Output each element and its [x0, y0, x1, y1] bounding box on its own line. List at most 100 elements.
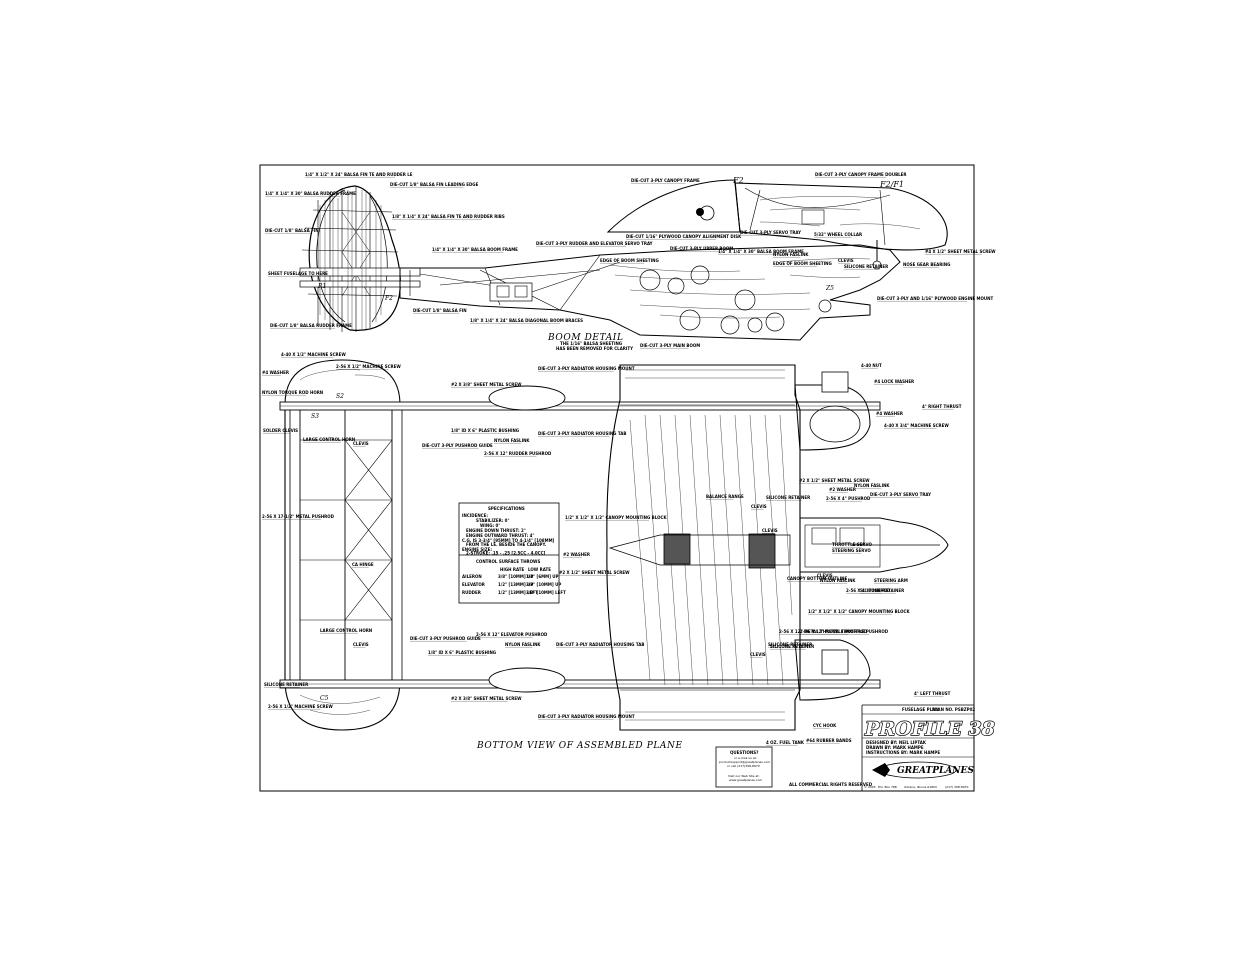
throws-row-value: 1/2" [13MM] LEFT — [498, 590, 538, 595]
parts-callout-label: DIE-CUT 3-PLY PUSHROD GUIDE — [422, 443, 493, 448]
parts-callout-label: NYLON TORQUE ROD HORN — [262, 390, 323, 395]
spec-cg-1: C.G. IS 3-3/4" [95MM] TO 4-1/4" [108MM] — [462, 538, 555, 543]
address: P.O. Box 788 — [878, 785, 897, 789]
boom-callout-label: DIE-CUT 3-PLY UPPER BOOM — [670, 246, 733, 251]
parts-callout-label: 2-56 X 4" PUSHROD — [846, 588, 891, 593]
spec-stroke: 2-STROKE: .15 - .25 [2.5CC - 4.0CC] — [466, 551, 546, 556]
canopy-callout-label: EDGE OF BOOM SHEETING — [773, 261, 832, 266]
spec-engine-size: ENGINE SIZE: — [462, 547, 492, 552]
boom-callout-label: DIE-CUT 3-PLY MAIN BOOM — [640, 343, 700, 348]
tail-callout-label: DIE-CUT 1/8" BALSA FIN — [265, 228, 319, 233]
rights: ALL COMMERCIAL RIGHTS RESERVED — [789, 782, 873, 787]
city: Urbana, Illinois 61803 — [904, 785, 937, 789]
canopy-callout-label: DIE-CUT 3-PLY CANOPY FRAME DOUBLER — [815, 172, 907, 177]
canopy-callout-label: #4 X 1/2" SHEET METAL SCREW — [925, 249, 996, 254]
parts-callout-label: STEERING SERVO — [832, 548, 871, 553]
tail-callout-label: DIE-CUT 1/8" BALSA FIN LEADING EDGE — [390, 182, 479, 187]
parts-callout-label: 2-56 X 12" RUDDER PUSHROD — [484, 451, 552, 456]
boom-detail — [399, 244, 901, 341]
boom-callout-label: EDGE OF BOOM SHEETING — [600, 258, 659, 263]
bottom-view-caption: BOTTOM VIEW OF ASSEMBLED PLANE — [476, 741, 683, 751]
spec-out-thrust: ENGINE OUTWARD THRUST: 4° — [466, 533, 534, 538]
part-tag: F2 — [384, 295, 393, 302]
throws-row-name: ELEVATOR — [462, 582, 485, 587]
canopy-callout-label: DIE-CUT 3-PLY AND 1/16" PLYWOOD ENGINE M… — [877, 296, 994, 301]
part-tag: C5 — [320, 695, 329, 702]
parts-callout-label: 2-56 X 12" METAL THROTTLE PUSHROD — [800, 629, 889, 634]
parts-callout-label: DIE-CUT 3-PLY RADIATOR HOUSING MOUNT — [538, 714, 635, 719]
parts-callout-label: CLEVIS — [353, 642, 369, 647]
parts-callout-label: SOLDER CLEVIS — [263, 428, 298, 433]
parts-callout-label: 4 OZ. FUEL TANK — [766, 740, 805, 745]
parts-callout-label: NYLON FASLINK — [494, 438, 530, 443]
throws-row-value: 1/2" [13MM] UP — [498, 582, 533, 587]
throws-row-value: 3/8" [10MM] LEFT — [526, 590, 566, 595]
bottom-view — [279, 359, 949, 731]
boom-callout-label: 1/4" X 1/4" X 30" BALSA BOOM FRAME — [718, 249, 804, 254]
spec-wing: WING: 0° — [480, 523, 500, 528]
questions-box: QUESTIONS? or e-mail us at: productsuppo… — [715, 746, 773, 788]
captions: BOOM DETAIL THE 1/16" BALSA SHEETING HAS… — [476, 333, 683, 751]
spec-incidence: INCIDENCE: — [462, 513, 488, 518]
parts-callout-label: CLEVIS — [817, 573, 833, 578]
plan-title: PROFILE 38 — [864, 718, 995, 740]
parts-callout-label: BALANCE RANGE — [706, 494, 744, 499]
part-tag: F2 — [732, 176, 744, 185]
boom-labels: 1/4" X 1/4" X 30" BALSA BOOM FRAMEDIE-CU… — [432, 241, 804, 349]
parts-callout-label: 2-56 X 17-1/2" METAL PUSHROD — [262, 514, 335, 519]
parts-callout-label: CLEVIS — [751, 504, 767, 509]
parts-callout-label: 4° LEFT THRUST — [914, 691, 951, 696]
parts-callout-label: CLEVIS — [353, 441, 369, 446]
part-tags: F2 F2/F1 F2 R1 S2 S3 C5 Z5 — [311, 176, 904, 702]
parts-callout-label: DIE-CUT 3-PLY SERVO TRAY — [870, 492, 931, 497]
parts-callout-label: CLEVIS — [750, 652, 766, 657]
parts-callout-label: #2 WASHER — [829, 487, 856, 492]
parts-callout-label: #4 WASHER — [876, 411, 903, 416]
parts-callout-label: NYLON FASLINK — [854, 483, 890, 488]
parts-callout-label: DIE-CUT 3-PLY RADIATOR HOUSING TAB — [556, 642, 644, 647]
parts-callout-label: CYC HOOK — [813, 723, 837, 728]
parts-callout-label: LARGE CONTROL HORN — [320, 628, 372, 633]
plan-name: FUSELAGE PLAN — [902, 707, 939, 712]
parts-callout-label: SILICONE RETAINER — [766, 495, 810, 500]
parts-callout-label: 2-56 X 4" PUSHROD — [826, 496, 871, 501]
throws-row-name: RUDDER — [462, 590, 481, 595]
parts-callout-label: 1/2" X 1/2" X 1/2" CANOPY MOUNTING BLOCK — [808, 609, 910, 614]
throws-col-high: HIGH RATE — [500, 567, 524, 572]
parts-callout-label: THROTTLE SERVO — [832, 542, 872, 547]
boom-detail-note-1: THE 1/16" BALSA SHEETING — [560, 341, 622, 346]
questions-heading: QUESTIONS? — [730, 750, 759, 755]
canopy-callout-label: SILICONE RETAINER — [844, 264, 888, 269]
spec-cg-2: FROM THE LE. BESIDE THE CANOPY. — [466, 542, 547, 547]
parts-callout-label: DIE-CUT 3-PLY RADIATOR HOUSING MOUNT — [538, 366, 635, 371]
parts-callout-label: #2 X 3/8" SHEET METAL SCREW — [451, 696, 522, 701]
parts-callout-label: 2-56 X 1/2" MACHINE SCREW — [268, 704, 333, 709]
tail-callout-label: 1/4" X 1/2" X 24" BALSA FIN TE AND RUDDE… — [305, 172, 413, 177]
parts-callout-label: #64 RUBBER BANDS — [806, 738, 852, 743]
specifications-box: SPECIFICATIONS INCIDENCE: STABILIZER: 0°… — [458, 502, 566, 604]
part-tag: Z5 — [825, 285, 834, 292]
parts-callout-label: SILICONE RETAINER — [768, 642, 812, 647]
parts-callout-label: NYLON FASLINK — [505, 642, 541, 647]
questions-line-4: Visit our Web Site at: — [728, 774, 760, 778]
brand-name: GREATPLANES — [897, 766, 974, 776]
drawn-by: DRAWN BY: MARK HAMPE — [866, 745, 924, 750]
instructions-by: INSTRUCTIONS BY: MARK HAMPE — [866, 750, 940, 755]
parts-callout-label: #2 X 3/8" SHEET METAL SCREW — [451, 382, 522, 387]
parts-callout-label: STEERING ARM — [874, 578, 908, 583]
part-tag: F2/F1 — [879, 180, 904, 189]
parts-callout-label: DIE-CUT 3-PLY PUSHROD GUIDE — [410, 636, 481, 641]
canopy-callout-label: 5/32" WHEEL COLLAR — [814, 232, 862, 237]
tail-callout-label: DIE-CUT 1/8" BALSA FIN — [413, 308, 467, 313]
tail-callout-label: 1/8" X 1/4" X 24" BALSA FIN TE AND RUDDE… — [392, 214, 505, 219]
copyright: © 2003 — [864, 785, 876, 789]
canopy-callout-label: NOSE GEAR BEARING — [903, 262, 950, 267]
phone: (217) 398-8970 — [945, 785, 969, 789]
part-tag: S3 — [311, 413, 319, 420]
part-tag: S2 — [336, 393, 344, 400]
part-tag: R1 — [317, 283, 326, 290]
parts-callout-label: SILICONE RETAINER — [264, 682, 308, 687]
